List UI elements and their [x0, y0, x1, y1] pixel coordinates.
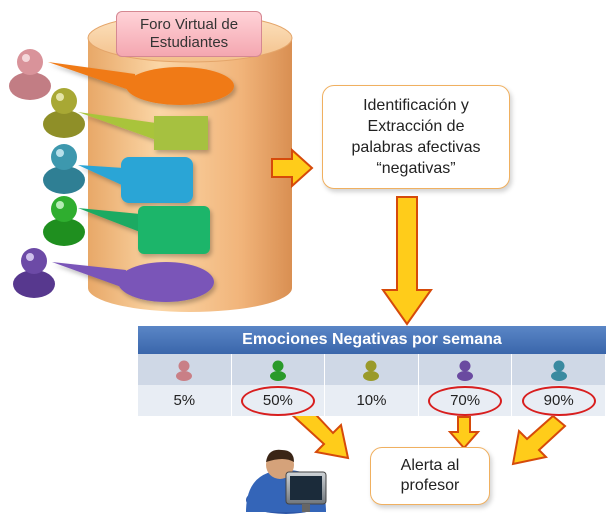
arrow-to-alert-center [447, 416, 481, 450]
user-icon-olive [43, 88, 85, 138]
user-icon [457, 360, 474, 381]
user-icon-green [43, 196, 85, 246]
percent-value: 10% [356, 392, 387, 409]
process-line-1: Identificación y [363, 97, 469, 114]
table-cell-percent: 90% [512, 385, 606, 416]
table-percent-row: 5% 50% 10% 70%90% [138, 385, 606, 416]
process-box: Identificación y Extracción de palabras … [322, 85, 510, 189]
speech-bubble-purple [52, 262, 214, 302]
table-cell-percent: 5% [138, 385, 232, 416]
user-icon [269, 360, 286, 381]
speech-bubble-orange [48, 62, 234, 105]
highlight-ring [240, 385, 315, 416]
emotions-table: Emociones Negativas por semana 5% 50% 10% 7… [138, 326, 606, 416]
arrow-to-alert-right [511, 414, 567, 466]
process-line-2: Extracción de [367, 118, 465, 135]
arrow-down-main [381, 196, 433, 326]
speech-bubble-green [78, 206, 210, 254]
arrow-right [271, 147, 314, 189]
forum-title-text: Foro Virtual de Estudiantes [139, 16, 239, 51]
alert-line-2: profesor [400, 477, 460, 494]
emotions-table-title: Emociones Negativas por semana [138, 326, 606, 354]
professor-computer-icon [246, 449, 327, 514]
table-cell-user [325, 354, 419, 385]
speech-bubble-olive [78, 112, 208, 150]
table-icon-row [138, 354, 606, 385]
table-cell-user [512, 354, 606, 385]
process-text: Identificación y Extracción de palabras … [352, 95, 481, 179]
user-icon [176, 360, 193, 381]
table-cell-percent: 70% [418, 385, 513, 416]
alert-box: Alerta al profesor [370, 447, 490, 505]
alert-text: Alerta al profesor [401, 456, 460, 496]
table-cell-percent: 50% [231, 385, 326, 416]
highlight-ring [521, 385, 596, 416]
highlight-ring [428, 385, 503, 416]
user-icon-pink [9, 49, 51, 100]
process-line-3: palabras afectivas [351, 139, 481, 156]
alert-line-1: Alerta al [400, 457, 460, 474]
percent-value: 5% [173, 392, 196, 409]
speech-bubble-cyan [78, 157, 193, 203]
table-cell-percent: 10% [325, 385, 419, 416]
table-cell-user [418, 354, 513, 385]
forum-title: Foro Virtual de Estudiantes [116, 11, 262, 57]
process-line-4: “negativas” [376, 160, 456, 177]
user-icon-purple [13, 248, 55, 298]
table-cell-user [138, 354, 232, 385]
user-icon-teal [43, 144, 85, 194]
table-cell-user [231, 354, 326, 385]
user-icon [550, 360, 567, 381]
user-icon [363, 360, 380, 381]
